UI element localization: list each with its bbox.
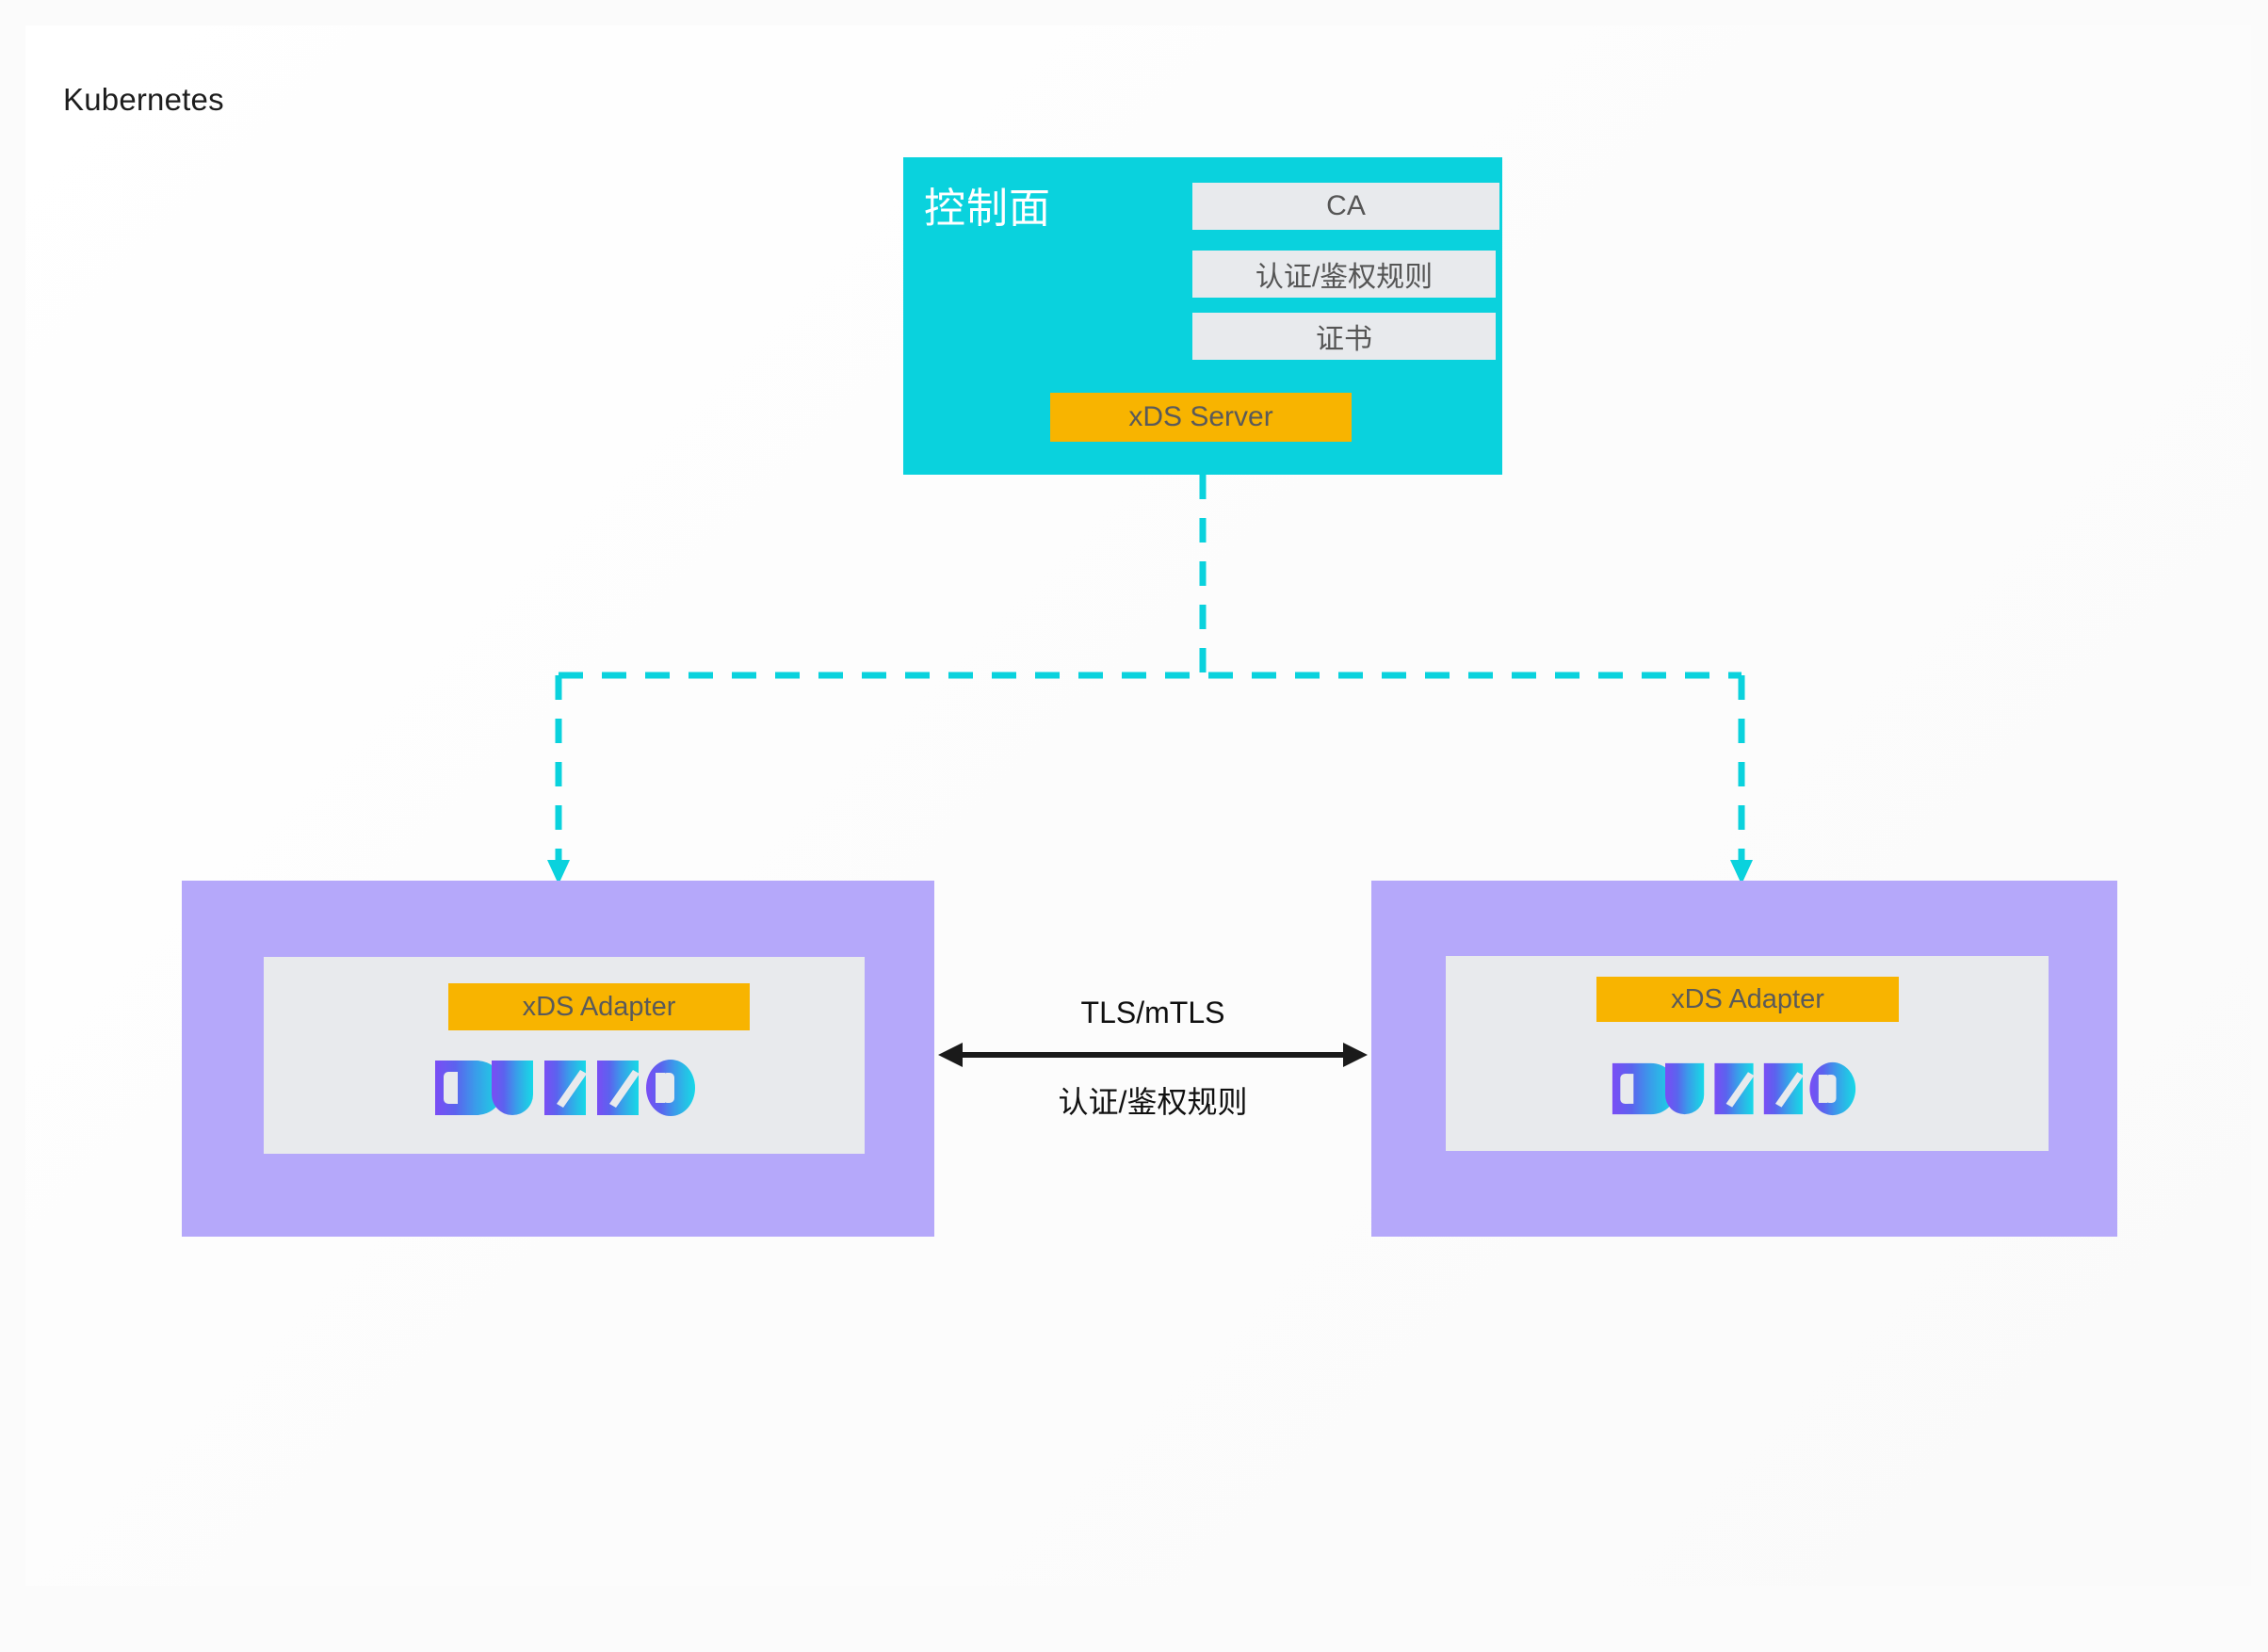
xds-adapter-button-left[interactable]: xDS Adapter (448, 983, 750, 1030)
control-plane-chip-ca: CA (1192, 183, 1499, 230)
control-plane-chip-certificate: 证书 (1192, 313, 1496, 360)
peer-link-double-arrow (938, 1043, 1368, 1067)
control-plane-box: 控制面 CA 认证/鉴权规则 证书 xDS Server (903, 157, 1502, 475)
xds-adapter-button-right[interactable]: xDS Adapter (1596, 977, 1899, 1022)
peer-link-label-auth-rules: 认证/鉴权规则 (1058, 1085, 1248, 1119)
dubbo-logo-left (435, 1060, 695, 1116)
dubbo-logo-right (1612, 1061, 1856, 1116)
dubbo-pod-left: xDS Adapter (182, 881, 934, 1237)
peer-link-group: TLS/mTLS 认证/鉴权规则 (934, 986, 1371, 1137)
pod-inner-panel-left: xDS Adapter (264, 957, 865, 1154)
control-plane-chip-auth-rules: 认证/鉴权规则 (1192, 251, 1496, 298)
pod-inner-panel-right: xDS Adapter (1446, 956, 2049, 1151)
xds-server-button[interactable]: xDS Server (1050, 393, 1352, 442)
page-title: Kubernetes (63, 82, 224, 117)
diagram-inner-canvas: Kubernetes 控制面 CA 认证/鉴权规则 证书 xDS Server (25, 25, 2251, 1586)
peer-link-label-tls: TLS/mTLS (1080, 996, 1225, 1029)
dubbo-pod-right: xDS Adapter (1371, 881, 2117, 1237)
control-plane-title: 控制面 (924, 186, 1051, 232)
